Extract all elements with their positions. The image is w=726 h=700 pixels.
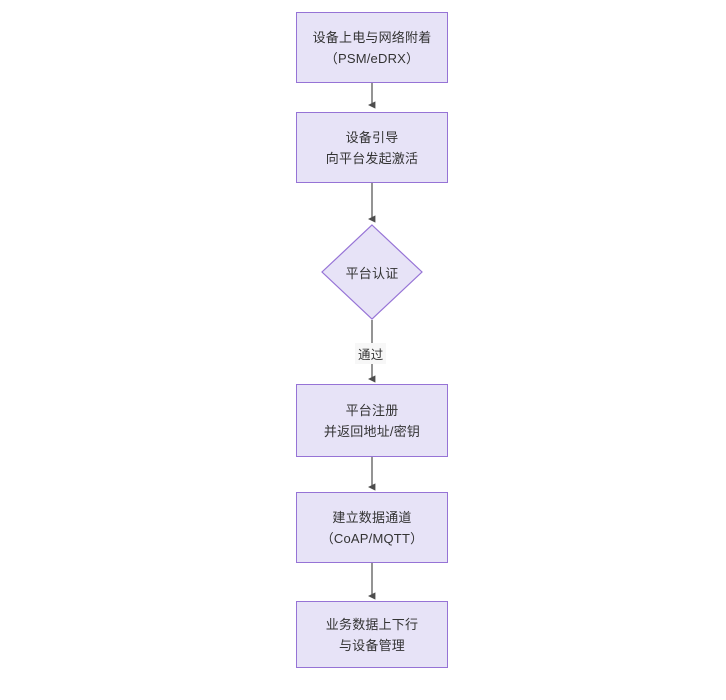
node-data-channel-line-1: 建立数据通道 xyxy=(332,509,412,525)
node-service-data[interactable]: 业务数据上下行 与设备管理 xyxy=(296,601,448,668)
node-platform-register-line-1: 平台注册 xyxy=(345,402,399,418)
node-power-on-line-1: 设备上电与网络附着 xyxy=(312,29,432,45)
node-power-on[interactable]: 设备上电与网络附着 （PSM/eDRX） xyxy=(296,12,448,83)
diamond-shape xyxy=(321,224,423,320)
node-platform-register[interactable]: 平台注册 并返回地址/密钥 xyxy=(296,384,448,457)
node-data-channel-line-2: （CoAP/MQTT） xyxy=(320,530,424,546)
node-service-data-line-1: 业务数据上下行 xyxy=(325,616,419,632)
node-platform-auth[interactable]: 平台认证 xyxy=(321,224,423,320)
node-bootstrap[interactable]: 设备引导 向平台发起激活 xyxy=(296,112,448,183)
node-bootstrap-line-1: 设备引导 xyxy=(345,129,399,145)
edge-label-auth-pass: 通过 xyxy=(355,343,387,364)
node-data-channel[interactable]: 建立数据通道 （CoAP/MQTT） xyxy=(296,492,448,563)
node-platform-register-line-2: 并返回地址/密钥 xyxy=(323,423,421,439)
node-bootstrap-line-2: 向平台发起激活 xyxy=(325,150,419,166)
node-service-data-line-2: 与设备管理 xyxy=(338,637,405,653)
node-power-on-line-2: （PSM/eDRX） xyxy=(324,50,420,66)
